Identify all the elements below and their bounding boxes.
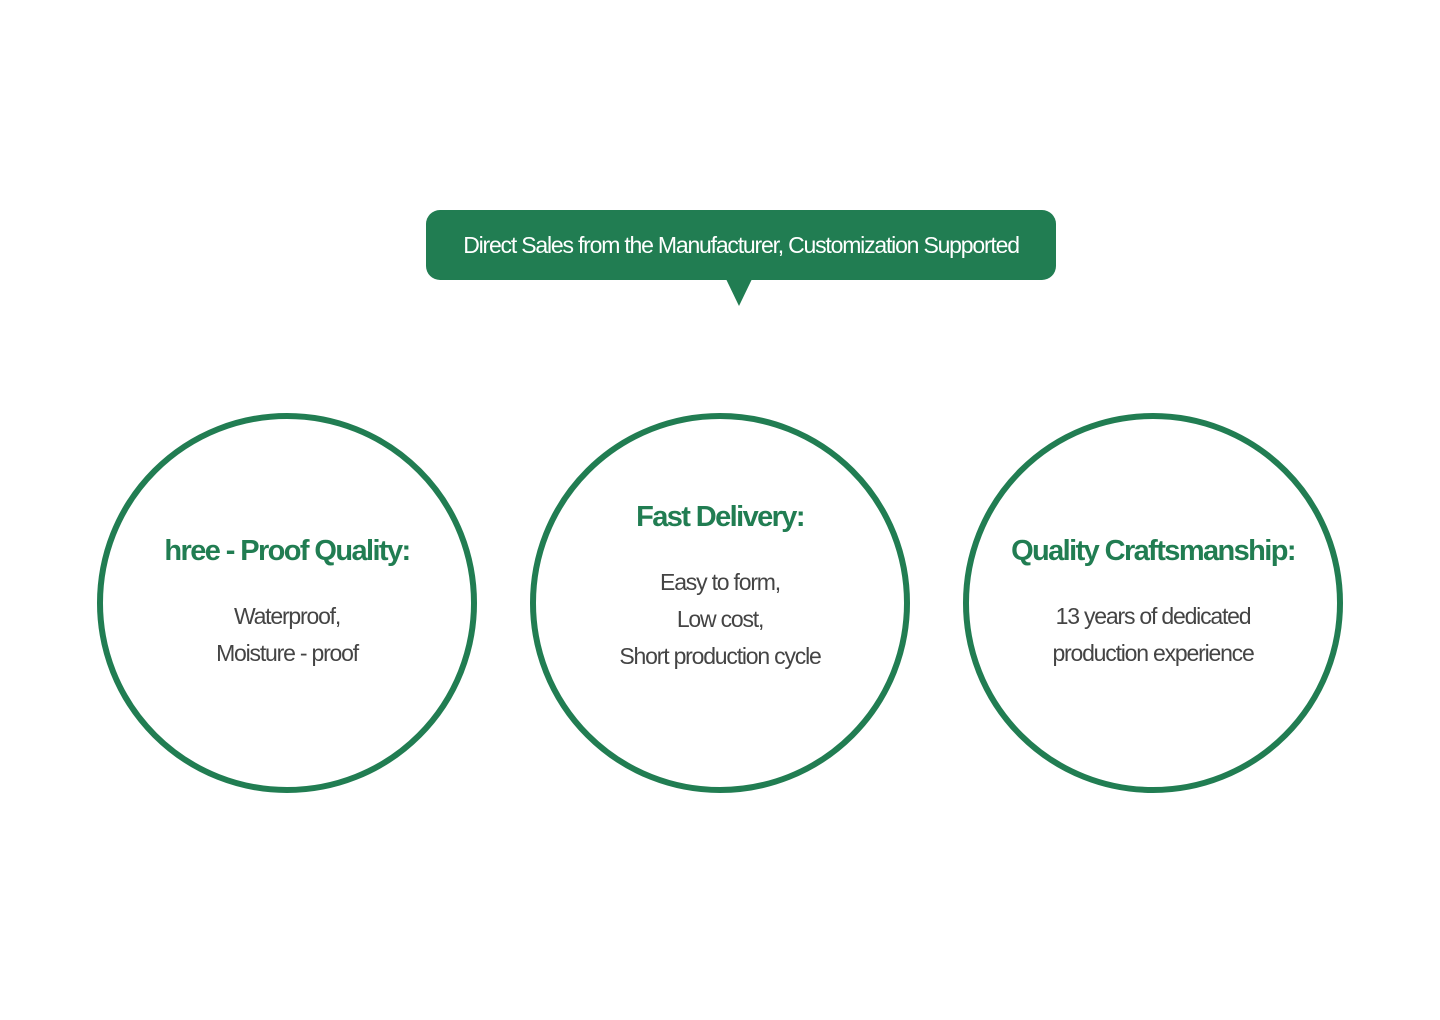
feature-circle-fast-delivery: Fast Delivery: Easy to form, Low cost, S… bbox=[530, 413, 910, 793]
feature-title: Fast Delivery: bbox=[636, 501, 805, 533]
feature-circle-craftsmanship: Quality Craftsmanship: 13 years of dedic… bbox=[963, 413, 1343, 793]
feature-line: Moisture - proof bbox=[216, 639, 359, 666]
bubble-pointer bbox=[726, 279, 752, 306]
feature-circle-three-proof: hree - Proof Quality: Waterproof, Moistu… bbox=[97, 413, 477, 793]
feature-title: hree - Proof Quality: bbox=[164, 534, 411, 567]
feature-line: Waterproof, bbox=[233, 602, 341, 629]
feature-line: Short production cycle bbox=[619, 643, 821, 669]
feature-title: Quality Craftsmanship: bbox=[1011, 534, 1296, 567]
feature-line: production experience bbox=[1052, 639, 1254, 666]
feature-line: 13 years of dedicated bbox=[1055, 602, 1252, 629]
feature-line: Low cost, bbox=[676, 606, 765, 632]
banner-text: Direct Sales from the Manufacturer, Cust… bbox=[463, 231, 1020, 258]
banner-speech-bubble: Direct Sales from the Manufacturer, Cust… bbox=[426, 210, 1056, 280]
feature-line: Easy to form, bbox=[660, 569, 781, 595]
